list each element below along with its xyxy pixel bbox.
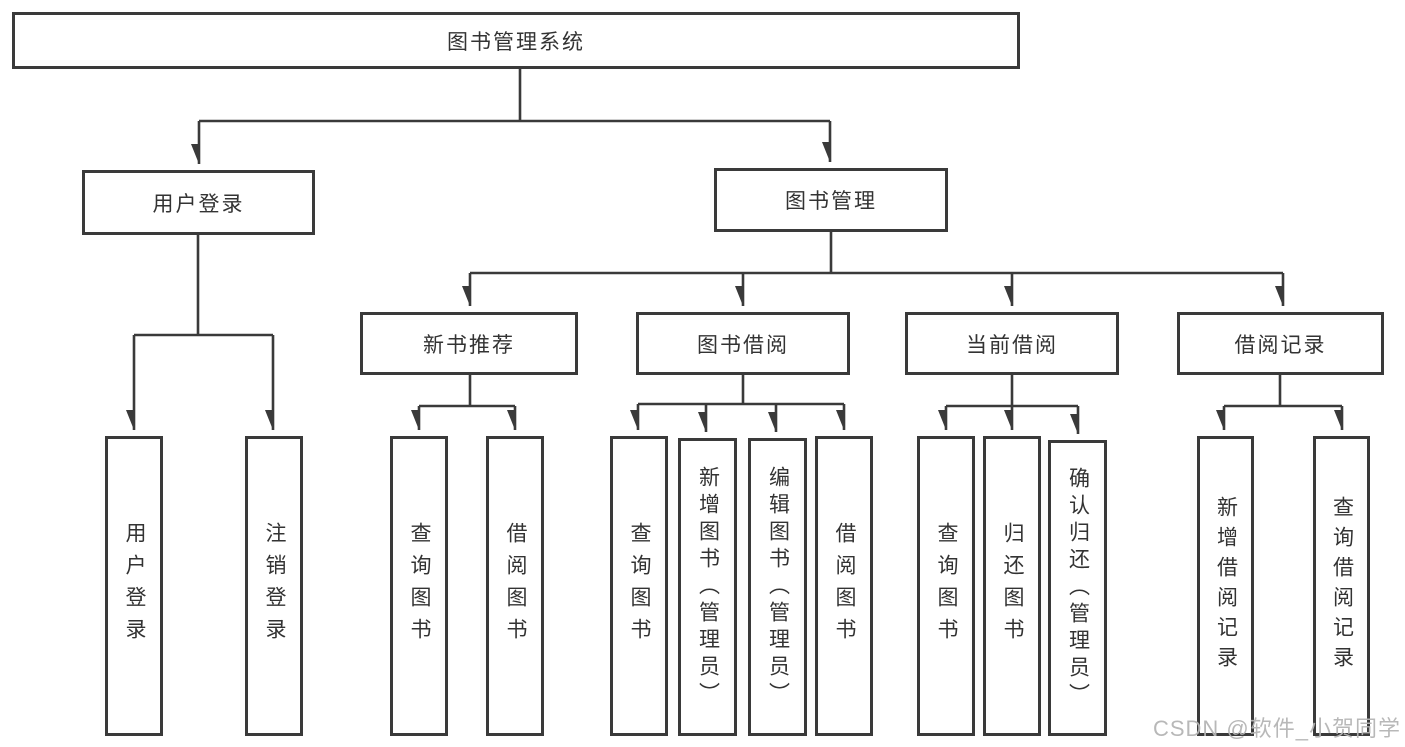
leaf-label: 借阅图书: [504, 522, 527, 650]
leaf-label: 查询图书: [935, 522, 958, 650]
leaf-br-query-record: 查询借阅记录: [1313, 436, 1370, 736]
leaf-label: 用户登录: [123, 522, 146, 650]
leaf-cb-return-books: 归还图书: [983, 436, 1041, 736]
leaf-label: 借阅图书: [833, 522, 856, 650]
leaf-user-login: 用户登录: [105, 436, 163, 736]
leaf-label: 注销登录: [263, 522, 286, 650]
leaf-label: 新增图书（管理员）: [696, 465, 720, 709]
leaf-label: 确认归还（管理员）: [1066, 466, 1090, 710]
leaf-bb-query-books: 查询图书: [610, 436, 668, 736]
leaf-bb-borrow-books: 借阅图书: [815, 436, 873, 736]
node-label: 新书推荐: [423, 333, 515, 357]
leaf-label: 查询图书: [408, 522, 431, 650]
node-label: 借阅记录: [1234, 333, 1327, 357]
node-label: 图书借阅: [697, 333, 789, 357]
leaf-logout: 注销登录: [245, 436, 303, 736]
node-current-borrowing: 当前借阅: [905, 312, 1119, 375]
leaf-label: 查询图书: [628, 522, 651, 650]
node-label: 图书管理系统: [447, 30, 585, 54]
node-book-management: 图书管理: [714, 168, 948, 232]
leaf-br-add-record: 新增借阅记录: [1197, 436, 1254, 736]
leaf-label: 查询借阅记录: [1330, 496, 1354, 676]
leaf-label: 新增借阅记录: [1214, 496, 1238, 676]
node-user-login: 用户登录: [82, 170, 315, 235]
leaf-label: 归还图书: [1001, 522, 1024, 650]
node-book-borrowing: 图书借阅: [636, 312, 850, 375]
node-new-book-recommend: 新书推荐: [360, 312, 578, 375]
leaf-bb-edit-books-admin: 编辑图书（管理员）: [748, 438, 807, 736]
csdn-watermark: CSDN @软件_小贺同学: [1152, 716, 1401, 741]
node-borrowing-records: 借阅记录: [1177, 312, 1384, 375]
leaf-rec-borrow-books: 借阅图书: [486, 436, 544, 736]
node-label: 用户登录: [152, 192, 245, 216]
leaf-bb-add-books-admin: 新增图书（管理员）: [678, 438, 737, 736]
leaf-rec-query-books: 查询图书: [390, 436, 448, 736]
node-label: 图书管理: [785, 190, 877, 213]
connector-trunks: [134, 69, 1342, 408]
leaf-cb-confirm-return-admin: 确认归还（管理员）: [1048, 440, 1107, 736]
leaf-cb-query-books: 查询图书: [917, 436, 975, 736]
node-root-system: 图书管理系统: [12, 12, 1020, 69]
node-label: 当前借阅: [966, 333, 1058, 357]
leaf-label: 编辑图书（管理员）: [766, 465, 790, 709]
